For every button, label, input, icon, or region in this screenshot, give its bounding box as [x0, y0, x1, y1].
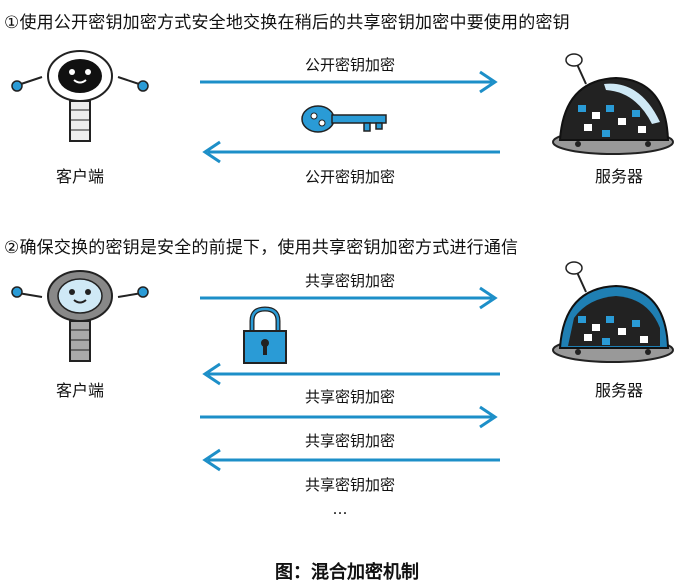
client-label: 客户端: [55, 167, 104, 186]
arrow2-label-1: 共享密钥加密: [304, 272, 395, 290]
server-robot-icon: [552, 53, 674, 155]
arrow-label-top: 公开密钥加密: [304, 56, 395, 74]
ellipsis: …: [332, 500, 348, 518]
arrow-right: [200, 70, 498, 94]
padlock-icon: [243, 306, 287, 364]
server-label-2: 服务器: [594, 381, 643, 400]
arrow2-left-2: [202, 448, 500, 472]
key-icon: [301, 105, 387, 133]
client-robot-icon-2: [11, 270, 149, 362]
arrow-left: [202, 140, 500, 164]
client-robot-icon: [11, 50, 149, 142]
server-label: 服务器: [594, 167, 643, 186]
arrow2-label-3: 共享密钥加密: [304, 432, 395, 450]
section2-heading: ②确保交换的密钥是安全的前提下，使用共享密钥加密方式进行通信: [4, 238, 519, 258]
arrow2-label-4: 共享密钥加密: [304, 476, 395, 494]
arrow2-right-2: [200, 405, 498, 429]
arrow2-left-1: [202, 362, 500, 386]
arrow-label-bottom: 公开密钥加密: [304, 168, 395, 186]
server-robot-icon-2: [552, 261, 674, 363]
section1-heading: ①使用公开密钥加密方式安全地交换在稍后的共享密钥加密中要使用的密钥: [4, 13, 570, 33]
arrow2-right-1: [200, 286, 498, 310]
figure-caption: 图：混合加密机制: [275, 562, 419, 583]
client-label-2: 客户端: [55, 381, 104, 400]
arrow2-label-2: 共享密钥加密: [304, 388, 395, 406]
